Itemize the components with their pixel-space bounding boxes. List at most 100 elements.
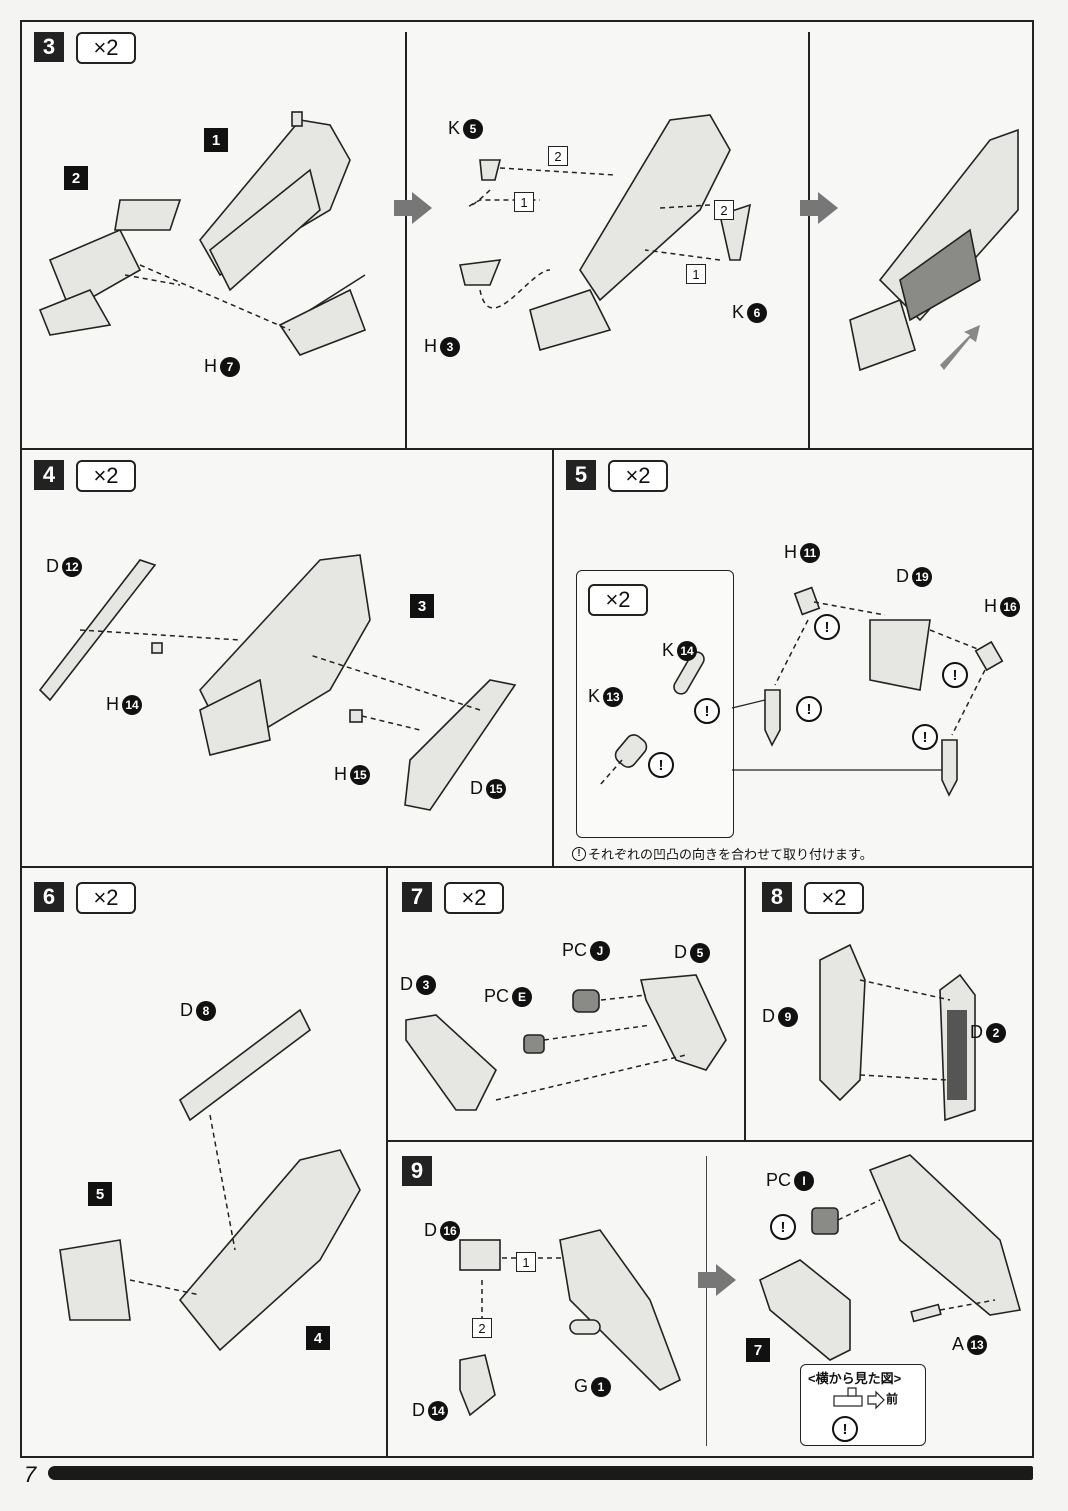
part-letter: H — [424, 336, 437, 356]
part-number: 5 — [463, 118, 484, 139]
step9-diagram-a — [459, 1229, 682, 1417]
quantity-badge: ×2 — [608, 460, 668, 492]
quantity-badge: ×2 — [588, 584, 648, 616]
part-letter: H — [106, 694, 119, 714]
part-number: 8 — [196, 1000, 216, 1021]
note-text: それぞれの凹凸の向きを合わせて取り付けます。 — [588, 847, 873, 862]
part-callout: 3 — [410, 594, 434, 618]
caution-icon: ! — [770, 1214, 796, 1240]
part-letter: D — [180, 1000, 193, 1020]
order-number: 2 — [714, 200, 734, 220]
order-number: 1 — [516, 1252, 536, 1272]
part-letter: D — [970, 1022, 983, 1042]
part-letter: D — [674, 942, 687, 962]
part-number: 12 — [62, 556, 82, 577]
arrow-right-icon — [698, 1264, 736, 1296]
side-view-diagram — [833, 1387, 885, 1410]
quantity-badge: ×2 — [76, 32, 136, 64]
part-number: E — [512, 986, 533, 1007]
step6-diagram — [59, 1008, 361, 1352]
part-callout: 4 — [306, 1326, 330, 1350]
step3-diagram-b — [459, 114, 752, 351]
order-number: 1 — [514, 192, 534, 212]
part-letter: D — [762, 1006, 775, 1026]
part-number: 3 — [416, 974, 436, 995]
part-number: 5 — [690, 942, 710, 963]
step3-diagram-a — [38, 111, 367, 356]
part-number: 19 — [912, 566, 932, 587]
caution-icon: ! — [572, 846, 586, 861]
part-letter: D — [412, 1400, 425, 1420]
step7-diagram — [405, 974, 727, 1111]
divider — [744, 866, 746, 1142]
step-number: 8 — [762, 882, 792, 912]
order-number: 2 — [548, 146, 568, 166]
part-callout: 7 — [746, 1338, 770, 1362]
assembly-note: ! それぞれの凹凸の向きを合わせて取り付けます。 — [572, 844, 873, 863]
step-number: 5 — [566, 460, 596, 490]
side-view-title: <横から見た図> — [808, 1371, 902, 1386]
part-letter: H — [204, 356, 217, 376]
step-number: 3 — [34, 32, 64, 62]
divider — [20, 866, 1034, 868]
part-number: 9 — [778, 1006, 798, 1027]
part-number: 11 — [800, 542, 820, 563]
part-number: 15 — [486, 778, 506, 799]
part-letter: K — [588, 686, 601, 706]
divider — [808, 32, 810, 450]
caution-icon: ! — [694, 698, 720, 724]
divider — [405, 32, 407, 450]
quantity-badge: ×2 — [76, 882, 136, 914]
part-letter: H — [334, 764, 347, 784]
divider — [552, 448, 554, 868]
part-number: 7 — [220, 356, 240, 377]
part-letter: H — [984, 596, 997, 616]
part-number: 14 — [122, 694, 142, 715]
quantity-badge: ×2 — [444, 882, 504, 914]
step4-diagram — [38, 554, 517, 811]
part-number: I — [794, 1170, 815, 1191]
part-letter: PC — [766, 1170, 792, 1190]
part-letter: D — [424, 1220, 437, 1240]
caution-icon: ! — [648, 752, 674, 778]
part-letter: D — [46, 556, 59, 576]
side-view-box — [800, 1364, 926, 1446]
step-number: 7 — [402, 882, 432, 912]
quantity-badge: ×2 — [804, 882, 864, 914]
part-number: 14 — [677, 640, 698, 661]
footer-bar — [48, 1466, 1033, 1480]
caution-icon: ! — [832, 1416, 858, 1442]
part-letter: K — [662, 640, 675, 660]
divider — [386, 866, 388, 1458]
divider — [706, 1156, 707, 1446]
part-number: 14 — [428, 1400, 448, 1421]
arrow-right-icon — [800, 192, 838, 224]
part-letter: PC — [562, 940, 588, 960]
part-number: 16 — [440, 1220, 460, 1241]
part-letter: D — [896, 566, 909, 586]
divider — [386, 1140, 1034, 1142]
step9-diagram-b — [759, 1154, 1022, 1361]
side-view-front-label: 前 — [886, 1392, 899, 1406]
part-number: 16 — [1000, 596, 1020, 617]
